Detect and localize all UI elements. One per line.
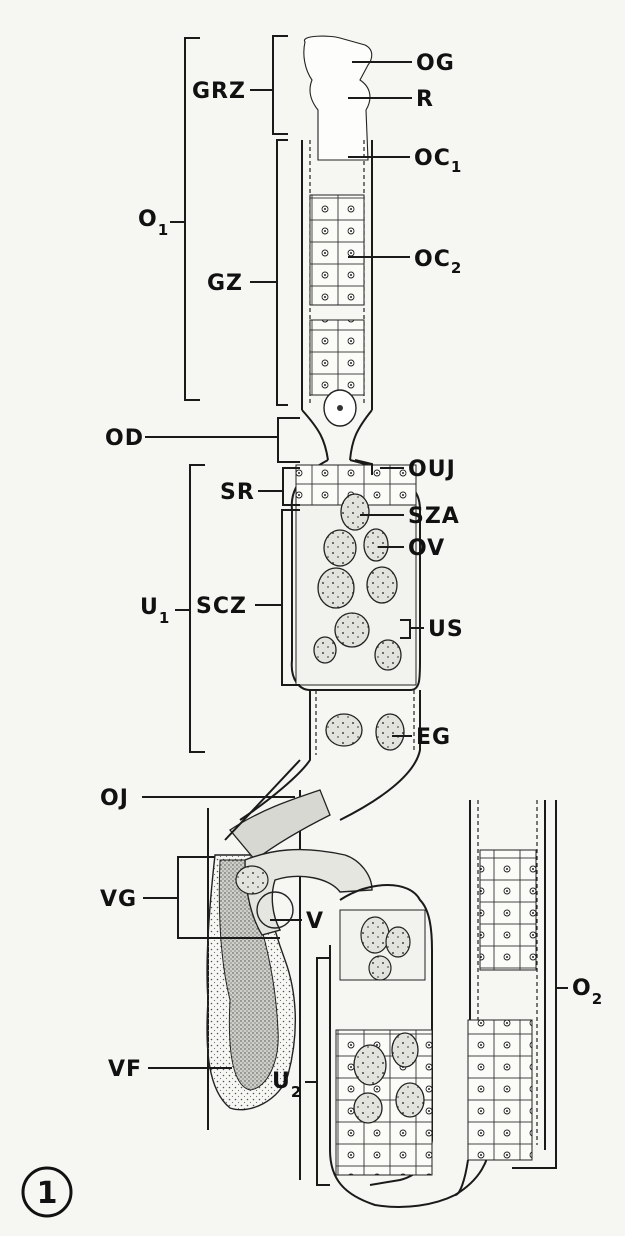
ovary-2-tube	[455, 800, 545, 1195]
label-r: R	[416, 87, 434, 112]
label-u1: U1	[140, 595, 170, 627]
label-vg: VG	[100, 887, 137, 912]
label-gz: GZ	[207, 271, 243, 296]
label-ov: OV	[408, 536, 445, 561]
label-eg: EG	[416, 725, 451, 750]
label-u2: U2	[272, 1069, 302, 1101]
figure-number-text: 1	[37, 1176, 58, 1211]
ovary-1-tube	[302, 36, 372, 426]
label-vf: VF	[108, 1057, 142, 1082]
label-grz: GRZ	[192, 79, 246, 104]
figure-number: 1	[23, 1168, 71, 1216]
label-oc2: OC2	[414, 247, 462, 277]
label-o1: O1	[138, 207, 169, 239]
uterus-2	[330, 885, 490, 1207]
label-od: OD	[105, 426, 144, 451]
label-sr: SR	[220, 480, 255, 505]
label-v: V	[306, 909, 324, 934]
label-oj: OJ	[100, 786, 129, 811]
label-sza: SZA	[408, 504, 460, 529]
label-us: US	[428, 617, 464, 642]
label-scz: SCZ	[196, 594, 247, 619]
label-o2: O2	[572, 976, 603, 1008]
label-ouj: OUJ	[408, 457, 456, 482]
label-oc1: OC1	[414, 146, 462, 176]
label-og: OG	[416, 51, 455, 76]
